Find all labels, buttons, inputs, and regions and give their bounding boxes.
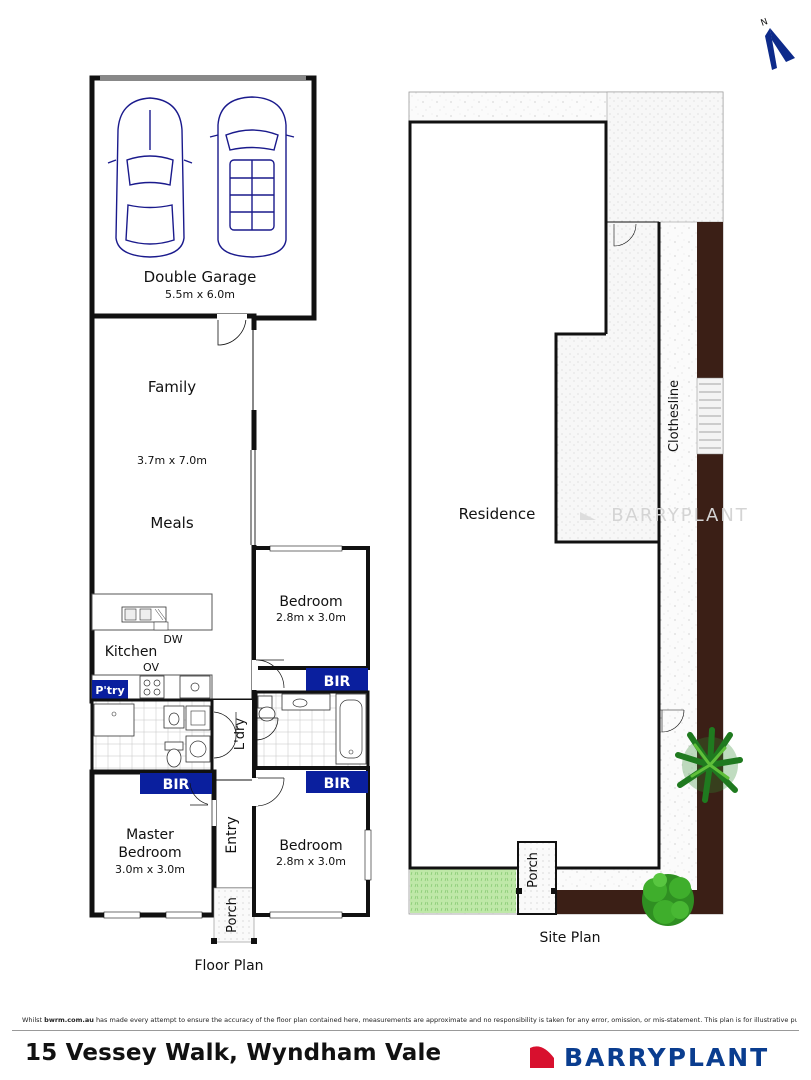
master-dimensions: 3.0m x 3.0m: [115, 863, 185, 876]
brand-logo: BARRYPLANT: [528, 1042, 769, 1072]
shower-icon: [93, 703, 135, 737]
garage-dimensions: 5.5m x 6.0m: [165, 288, 235, 301]
brand-logo-icon: [530, 1046, 554, 1068]
brand-name: BARRYPLANT: [564, 1042, 770, 1072]
disclaimer-prefix: Whilst: [22, 1016, 43, 1024]
disclaimer-text: has made every attempt to ensure the acc…: [95, 1016, 797, 1024]
bedroom3-label: Bedroom: [279, 838, 342, 854]
site-porch-label: Porch: [526, 852, 541, 888]
floor-plan-caption: Floor Plan: [194, 958, 263, 974]
bush-icon: [642, 873, 694, 926]
clothesline-icon: [699, 383, 721, 449]
plant-icon: [675, 727, 743, 803]
lawn: [410, 868, 516, 913]
fridge-icon: [179, 675, 211, 699]
car-icon: [209, 96, 295, 258]
bathtub-icon: [335, 693, 367, 765]
toilet-icon: [257, 695, 276, 722]
garden-bed: [555, 222, 723, 914]
floor-and-site-plan-drawing: N Double Garage 5.5m x 6.0m: [89, 17, 795, 974]
north-label: N: [760, 17, 770, 29]
bir-box: [140, 773, 212, 794]
porch-label: Porch: [225, 897, 240, 933]
bir-label: BIR: [324, 674, 351, 690]
bedroom2-label: Bedroom: [279, 594, 342, 610]
master-label-line2: Bedroom: [118, 845, 181, 861]
stove-icon: [139, 675, 165, 699]
watermark-logo-icon: [580, 512, 596, 520]
watermark: BARRYPLANT: [611, 505, 749, 526]
north-arrow-icon: N: [760, 17, 795, 70]
bedroom2-dimensions: 2.8m x 3.0m: [276, 611, 346, 624]
garage-label: Double Garage: [144, 268, 257, 286]
residence-label: Residence: [459, 505, 536, 523]
toilet-icon: [164, 741, 184, 768]
site-plan-caption: Site Plan: [539, 930, 600, 946]
property-address: 15 Vessey Walk, Wyndham Vale: [25, 1040, 442, 1066]
laundry-trough-icon: [185, 705, 211, 731]
clothesline-label: Clothesline: [667, 380, 682, 452]
master-label: Master: [126, 827, 174, 843]
bir-label: BIR: [163, 777, 190, 793]
vanity-icon: [281, 693, 331, 711]
family-dimensions: 3.7m x 7.0m: [137, 454, 207, 467]
disclaimer-site: bwrm.com.au: [44, 1016, 94, 1024]
family-label: Family: [148, 378, 196, 396]
oven-label: OV: [143, 661, 159, 674]
footer-divider: [12, 1030, 799, 1031]
pantry-box: [92, 680, 128, 700]
basin-icon: [163, 705, 185, 729]
site-plan: Clothesline Residence BARRYPLANT Porch: [408, 91, 749, 946]
pantry-label: P'try: [95, 684, 124, 697]
bir-label: BIR: [324, 776, 351, 792]
floor-plan: Double Garage 5.5m x 6.0m Family 3.7m x …: [89, 75, 372, 974]
washing-machine-icon: [185, 735, 211, 763]
entry-label: Entry: [224, 816, 240, 853]
car-icon: [107, 97, 193, 258]
laundry-label: L'dry: [233, 718, 248, 750]
sink-icon: [121, 606, 167, 623]
disclaimer: Whilst bwrm.com.au has made every attemp…: [22, 1016, 797, 1024]
kitchen-label: Kitchen: [105, 644, 158, 660]
bir-box: [306, 668, 368, 692]
bedroom3-dimensions: 2.8m x 3.0m: [276, 855, 346, 868]
bir-box: [306, 771, 368, 793]
dishwasher-label: DW: [163, 633, 182, 646]
meals-label: Meals: [150, 514, 194, 532]
dishwasher: [153, 621, 169, 631]
